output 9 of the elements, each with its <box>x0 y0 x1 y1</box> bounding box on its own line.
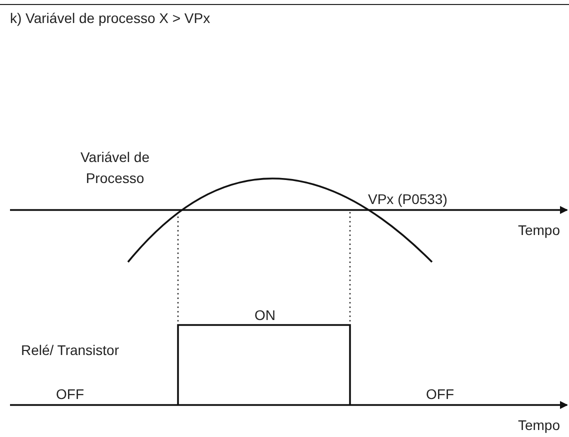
axis-label: OFF <box>55 385 85 404</box>
axis-label: ON <box>254 306 276 325</box>
axis-label: Tempo <box>516 221 560 240</box>
axis-label: VPx (P0533) <box>368 190 448 209</box>
axis-label: Relé/ Transistor <box>20 341 120 360</box>
axis-label: Tempo <box>516 416 560 435</box>
title: k) Variável de processo X > VPx <box>10 9 210 27</box>
axis-label: OFF <box>425 385 455 404</box>
axis-label: Variável de Processo <box>79 148 150 188</box>
